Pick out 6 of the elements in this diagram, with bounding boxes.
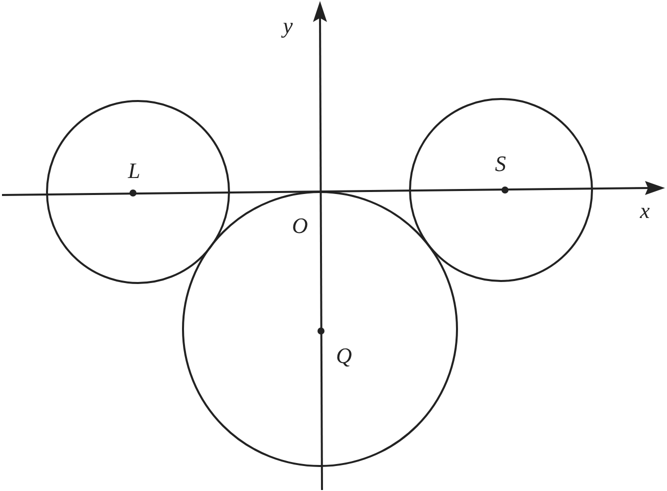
point-label: O <box>292 215 308 237</box>
axis-label: x <box>640 200 650 222</box>
point-label: S <box>495 153 506 175</box>
axis-label: y <box>283 15 293 37</box>
point-label: L <box>128 160 140 182</box>
point-label: Q <box>336 345 352 367</box>
